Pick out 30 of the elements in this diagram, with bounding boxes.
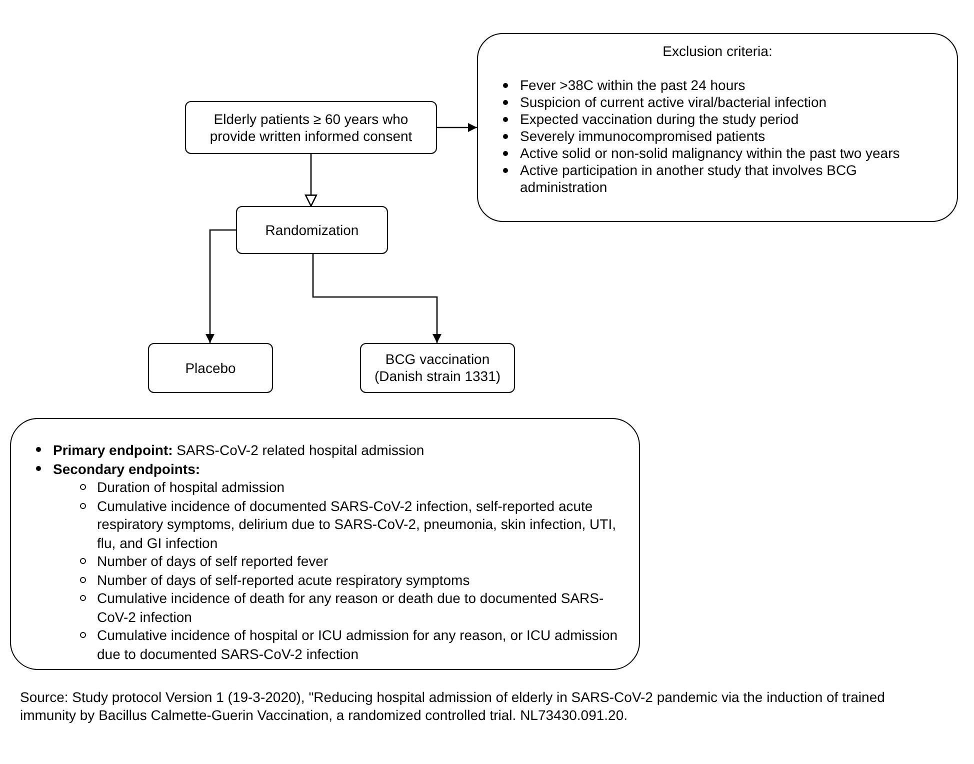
list-item: Fever >38C within the past 24 hours [520, 77, 746, 93]
arrow [437, 123, 477, 132]
list-item: Severely immunocompromised patients [520, 128, 766, 144]
list-item: Cumulative incidence of documented SARS-CoV-2 infection, self-reported acute respiratory symptoms, delirium due to SARS-CoV-2, pneumonia, skin infection, UTI, flu, and GI infection [97, 498, 616, 550]
box-label: Placebo [184, 360, 237, 376]
list-item: Number of days of self-reported acute respiratory symptoms [97, 572, 470, 588]
box-label: BCG vaccination (Danish strain 1331) [373, 351, 502, 385]
list-item: Secondary endpoints: [53, 460, 200, 476]
process-box [148, 343, 273, 393]
arrow [304, 154, 318, 207]
text-panel [10, 418, 640, 670]
box-label: Randomization [264, 222, 360, 238]
list-item: Active solid or non-solid malignancy within the past two years [520, 145, 900, 161]
panel-heading: Exclusion criteria: [662, 43, 774, 60]
list-item: Cumulative incidence of hospital or ICU admission for any reason, or ICU admission due to documented SARS-CoV-2 infection [97, 627, 618, 662]
text-panel [477, 33, 958, 222]
arrow [312, 254, 442, 343]
list-item: Expected vaccination during the study period [520, 111, 799, 127]
list-item: Primary endpoint: SARS-CoV-2 related hospital admission [53, 442, 424, 458]
list-item: Suspicion of current active viral/bacterial infection [520, 94, 827, 110]
list-item: Duration of hospital admission [97, 479, 285, 495]
process-box [236, 206, 388, 254]
process-box [360, 343, 515, 393]
box-label: Elderly patients ≥ 60 years who provide written informed consent [208, 110, 414, 144]
list-item: Number of days of self reported fever [97, 553, 328, 569]
process-box [185, 101, 437, 154]
list-item: Cumulative incidence of death for any reason or death due to documented SARS-CoV-2 infection [97, 590, 604, 624]
list-item: Active participation in another study that involves BCG administration [520, 162, 857, 195]
arrow [206, 229, 236, 343]
source-note: Source: Study protocol Version 1 (19-3-2020), "Reducing hospital admission of elderly in SARS-CoV-2 pandemic via the induction of trained immunity by Bacillus Calmette-Guerin Vaccination, a randomized controlled trial. NL73430.091.20. [20, 688, 886, 724]
